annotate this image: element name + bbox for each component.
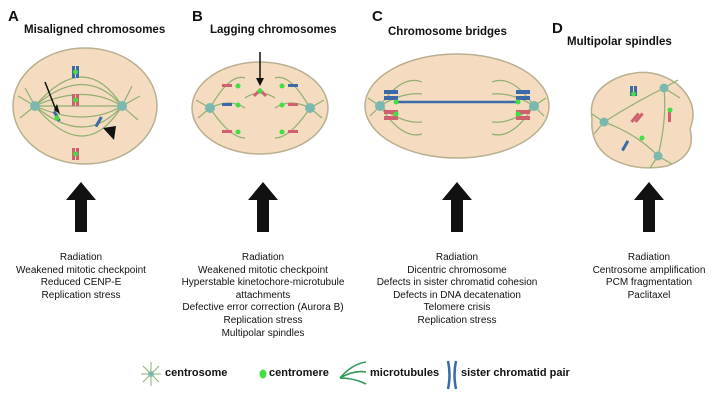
cause-item: Weakened mitotic checkpoint: [16, 264, 146, 276]
cell-multipolar: [590, 71, 694, 169]
cause-item: Defective error correction (Aurora B): [182, 302, 344, 314]
legend-centrosome: centrosome: [140, 360, 227, 388]
chromosome-group: [52, 66, 103, 160]
panel-a-letter: A: [8, 8, 19, 25]
panel-b-causes: Radiation Weakened mitotic checkpoint Hy…: [173, 252, 353, 340]
legend-microtubules-label: microtubules: [370, 367, 440, 379]
cause-item: attachments: [235, 289, 291, 301]
cause-item: Defects in sister chromatid cohesion: [376, 277, 538, 289]
cause-item: Radiation: [241, 252, 285, 263]
microtubules-icon: [339, 361, 367, 385]
cause-item: Radiation: [627, 252, 671, 263]
panel-d-title: Multipolar spindles: [567, 36, 672, 48]
cause-item: PCM fragmentation: [605, 277, 693, 289]
legend-microtubules: microtubules: [338, 360, 439, 388]
panel-b-title: Lagging chromosomes: [210, 24, 337, 36]
cause-item: Centrosome amplification: [592, 264, 706, 276]
centromere-icon: [259, 369, 267, 379]
legend-sister-chromatid: sister chromatid pair: [445, 360, 570, 390]
centrosome-icon: [599, 83, 669, 161]
sister-chromatid-icon: [446, 360, 458, 390]
centrosome-icon: [141, 362, 161, 386]
panel-a-causes: Radiation Weakened mitotic checkpoint Re…: [0, 252, 171, 302]
legend-sister-chromatid-label: sister chromatid pair: [461, 367, 570, 379]
up-arrow-icon: [248, 182, 278, 232]
centrosome-icon: [375, 101, 539, 111]
cause-item: Radiation: [59, 252, 103, 263]
up-arrow-icon: [442, 182, 472, 232]
panel-d-letter: D: [552, 20, 563, 37]
cause-item: Dicentric chromosome: [407, 264, 507, 276]
cause-item: Telomere crisis: [423, 302, 491, 314]
cause-item: Hyperstable kinetochore-microtubule: [181, 277, 345, 289]
cause-item: Replication stress: [41, 289, 121, 301]
cause-item: Replication stress: [223, 314, 303, 326]
cause-item: Reduced CENP-E: [40, 277, 122, 289]
legend-centrosome-label: centrosome: [165, 367, 228, 379]
cause-item: Defects in DNA decatenation: [393, 289, 521, 301]
cell-lagging: [191, 52, 329, 155]
cause-item: Radiation: [435, 252, 479, 263]
panel-c-letter: C: [372, 8, 383, 25]
panel-c-title: Chromosome bridges: [388, 26, 507, 38]
cause-item: Multipolar spindles: [221, 327, 305, 339]
legend-centromere-label: centromere: [269, 367, 329, 379]
panel-c-causes: Radiation Dicentric chromosome Defects i…: [367, 252, 547, 328]
cell-misaligned: [12, 47, 158, 165]
panel-d-causes: Radiation Centrosome amplification PCM f…: [559, 252, 720, 302]
arrowhead-icon: [103, 126, 116, 140]
centrosome-icon: [30, 101, 127, 111]
up-arrow-icon: [634, 182, 664, 232]
panel-b-letter: B: [192, 8, 203, 25]
up-arrow-icon: [66, 182, 96, 232]
panel-a-title: Misaligned chromosomes: [24, 24, 166, 36]
cause-item: Replication stress: [417, 314, 497, 326]
cause-item: Paclitaxel: [627, 289, 671, 301]
chromosome-group: [384, 90, 530, 120]
centrosome-icon: [205, 103, 315, 113]
legend-centromere: centromere: [258, 360, 329, 388]
cause-item: Weakened mitotic checkpoint: [198, 264, 328, 276]
chromosome-group: [222, 83, 298, 135]
cell-bridges: [364, 53, 550, 159]
arrow-pointer-icon: [44, 81, 57, 111]
chromosome-group: [621, 86, 673, 152]
